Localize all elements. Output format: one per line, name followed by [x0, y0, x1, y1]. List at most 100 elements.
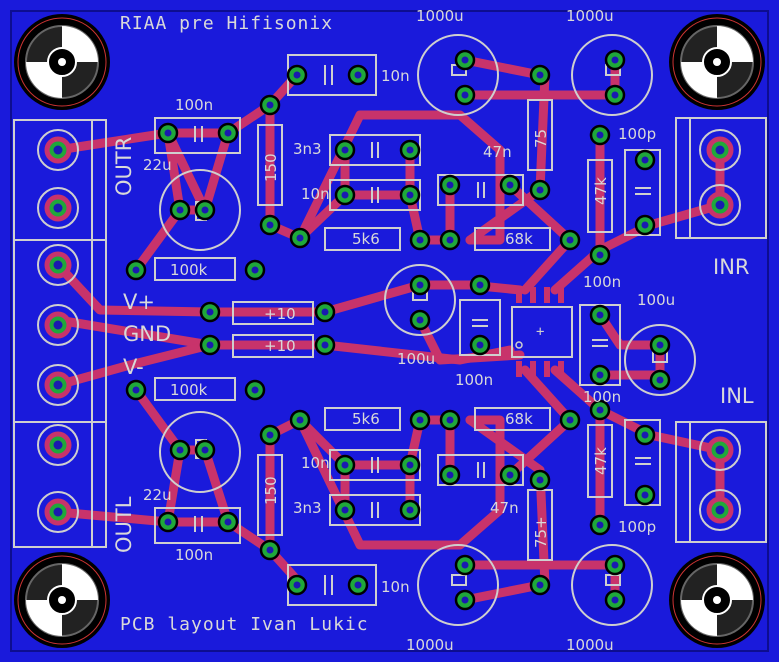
through-hole-pads — [125, 49, 671, 611]
terminal-screw — [37, 491, 79, 533]
pad-hole — [461, 596, 469, 604]
pad-hole — [251, 266, 259, 274]
pad-hole — [251, 386, 259, 394]
terminal-screw — [37, 187, 79, 229]
terminal-screw — [37, 364, 79, 406]
pad-hole — [641, 221, 649, 229]
pad-hole — [596, 371, 604, 379]
terminal-hole — [715, 505, 725, 515]
pad-hole — [164, 129, 172, 137]
pad-hole — [596, 406, 604, 414]
pad-hole — [536, 476, 544, 484]
pad-hole — [321, 341, 329, 349]
pad-hole — [354, 581, 362, 589]
pad-hole — [201, 206, 209, 214]
pad-hole — [416, 316, 424, 324]
pad-hole — [293, 581, 301, 589]
pad-hole — [406, 506, 414, 514]
pad-hole — [293, 71, 301, 79]
pad-hole — [266, 221, 274, 229]
pad-hole — [132, 266, 140, 274]
pad-hole — [416, 236, 424, 244]
terminal-hole — [715, 200, 725, 210]
pad-hole — [611, 91, 619, 99]
pad-hole — [296, 234, 304, 242]
pad-hole — [611, 561, 619, 569]
pad-hole — [446, 236, 454, 244]
pad-hole — [206, 341, 214, 349]
pad-hole — [206, 308, 214, 316]
mounting-hole-bottom-right — [669, 552, 765, 648]
pad-hole — [446, 181, 454, 189]
terminal-screw — [699, 184, 741, 226]
pad-hole — [611, 56, 619, 64]
pad-hole — [176, 206, 184, 214]
pad-hole — [406, 191, 414, 199]
pad-hole — [341, 191, 349, 199]
pad-hole — [641, 156, 649, 164]
pad-hole — [416, 416, 424, 424]
pad-hole — [566, 416, 574, 424]
pad-hole — [461, 56, 469, 64]
mounting-hole-bottom-left — [14, 552, 110, 648]
pad-hole — [406, 461, 414, 469]
terminal-hole — [53, 320, 63, 330]
terminal-screw — [699, 429, 741, 471]
pad-hole — [321, 308, 329, 316]
pad-hole — [596, 131, 604, 139]
pad-hole — [176, 446, 184, 454]
terminal-screw — [37, 424, 79, 466]
terminal-hole — [53, 380, 63, 390]
pad-hole — [341, 461, 349, 469]
pad-hole — [596, 311, 604, 319]
pad-hole — [611, 596, 619, 604]
cap-symbols — [194, 64, 668, 595]
pad-hole — [296, 416, 304, 424]
ic-pin1-marker — [515, 341, 523, 349]
terminal-hole — [53, 507, 63, 517]
pad-hole — [416, 281, 424, 289]
pad-hole — [461, 561, 469, 569]
terminal-hole — [53, 260, 63, 270]
terminal-hole — [53, 203, 63, 213]
pad-hole — [354, 71, 362, 79]
pad-hole — [266, 101, 274, 109]
terminal-screw-pads — [37, 129, 741, 533]
pad-hole — [266, 546, 274, 554]
pad-hole — [596, 521, 604, 529]
terminal-screw — [37, 129, 79, 171]
terminal-screw — [699, 489, 741, 531]
pad-hole — [596, 251, 604, 259]
terminal-hole — [715, 445, 725, 455]
pad-hole — [341, 146, 349, 154]
pad-hole — [506, 181, 514, 189]
pad-hole — [536, 581, 544, 589]
pad-hole — [641, 491, 649, 499]
pad-hole — [341, 506, 349, 514]
pad-hole — [164, 518, 172, 526]
pad-hole — [506, 471, 514, 479]
terminal-screw — [37, 304, 79, 346]
pad-hole — [536, 186, 544, 194]
pad-hole — [266, 431, 274, 439]
terminal-hole — [53, 440, 63, 450]
mounting-hole-top-left — [14, 14, 110, 110]
pad-hole — [224, 518, 232, 526]
ic-plus-mark: + — [536, 324, 544, 340]
pad-hole — [224, 129, 232, 137]
terminal-hole — [53, 145, 63, 155]
mounting-hole-top-right — [669, 14, 765, 110]
pad-hole — [132, 386, 140, 394]
pad-hole — [476, 341, 484, 349]
pad-hole — [536, 71, 544, 79]
pad-hole — [476, 281, 484, 289]
pad-hole — [446, 416, 454, 424]
pad-hole — [641, 431, 649, 439]
pad-hole — [656, 376, 664, 384]
pad-hole — [406, 146, 414, 154]
pad-hole — [656, 341, 664, 349]
terminal-screw — [699, 129, 741, 171]
pad-hole — [566, 236, 574, 244]
pad-hole — [201, 446, 209, 454]
